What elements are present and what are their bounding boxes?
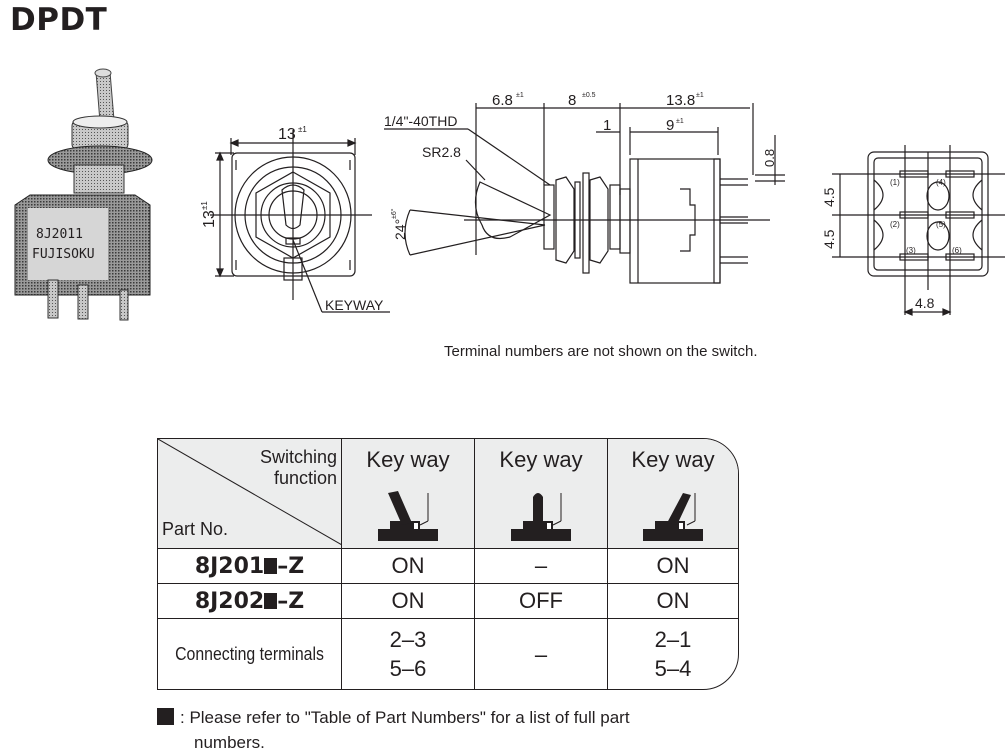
state-cell: ON: [342, 584, 475, 619]
terminal-pair: 2–3: [389, 627, 427, 652]
front-height-tol: ±1: [200, 201, 209, 210]
state-cell: ON: [608, 549, 738, 584]
terminal-1: (1): [890, 178, 900, 187]
keyway-caption: Key way: [499, 447, 583, 472]
terminal-pair: –: [534, 641, 548, 667]
terminal-3: (3): [906, 246, 916, 255]
connecting-terminals-label: Connecting terminals: [175, 643, 324, 664]
dim-d: 1: [603, 117, 611, 134]
dim-b-tol: ±0.5: [582, 92, 596, 99]
diagonal-divider: [158, 439, 342, 545]
switching-function-table: Switching function Part No. Key way Key …: [157, 438, 739, 690]
keyway-caption: Key way: [366, 447, 450, 472]
placeholder-square-icon: [264, 592, 278, 609]
table-row: 8J201 –Z ON – ON: [158, 549, 738, 584]
keyway-caption: Key way: [631, 447, 715, 472]
dim-a-tol: ±1: [516, 92, 524, 99]
table-row: 8J202 –Z ON OFF ON: [158, 584, 738, 619]
terminal-5: (5): [936, 220, 946, 229]
angle-tol: ±6°: [390, 208, 398, 219]
part-suffix: –Z: [277, 553, 305, 579]
terminal-pair: 2–1: [654, 627, 692, 652]
switching-function-label: Switching function: [260, 447, 337, 489]
state-cell: ON: [342, 549, 475, 584]
page-title: DPDT: [10, 2, 108, 38]
placeholder-square-icon: [157, 708, 174, 725]
state-cell: –: [475, 549, 608, 584]
terminal-note: Terminal numbers are not shown on the sw…: [444, 343, 758, 360]
terminal-pair: 5–6: [389, 656, 427, 681]
photo-label-model: 8J2011: [36, 227, 83, 242]
toggle-left-icon: [378, 491, 438, 541]
column-header-center: Key way: [475, 439, 608, 549]
terminal-6: (6): [952, 246, 962, 255]
dim-c: 13.8: [666, 92, 695, 109]
column-header-left: Key way: [342, 439, 475, 549]
front-height-dim: 13: [201, 210, 218, 228]
thread-label: 1/4"-40THD: [384, 113, 457, 129]
placeholder-square-icon: [264, 557, 278, 574]
dim-f: 0.8: [762, 149, 777, 167]
terminal-4: (4): [936, 178, 946, 187]
dim-b: 8: [568, 92, 576, 109]
connecting-terminals-label-cell: Connecting terminals: [158, 619, 342, 689]
column-header-right: Key way: [608, 439, 738, 549]
part-number-cell: 8J202 –Z: [158, 584, 342, 619]
terminal-pair: 5–4: [654, 656, 692, 681]
part-prefix: 8J202: [194, 588, 265, 614]
part-number-cell: 8J201 –Z: [158, 549, 342, 584]
footnote: : Please refer to "Table of Part Numbers…: [157, 705, 747, 755]
footnote-line1: : Please refer to "Table of Part Numbers…: [180, 708, 630, 727]
toggle-center-icon: [511, 493, 571, 541]
part-no-label: Part No.: [162, 519, 229, 539]
front-width-tol: ±1: [298, 125, 307, 134]
keyway-label: KEYWAY: [325, 297, 384, 313]
sr-label: SR2.8: [422, 144, 461, 160]
state-cell: OFF: [475, 584, 608, 619]
angle-dim: 24°: [392, 219, 408, 240]
dim-a: 6.8: [492, 92, 513, 109]
part-suffix: –Z: [277, 588, 305, 614]
front-width-dim: 13: [278, 126, 296, 143]
switching-label-line2: function: [273, 468, 337, 488]
pitch-v2: 4.5: [821, 229, 837, 249]
switching-label-line1: Switching: [259, 447, 337, 467]
footnote-line2: numbers.: [194, 733, 265, 752]
dim-e-tol: ±1: [676, 118, 684, 125]
terminal-2: (2): [890, 220, 900, 229]
pitch-v1: 4.5: [821, 187, 837, 207]
front-view-drawing: 13 ±1 13 ±1 KEYWAY: [200, 125, 390, 313]
table-header-row: Switching function Part No. Key way Key …: [158, 439, 738, 549]
dim-c-tol: ±1: [696, 92, 704, 99]
dim-e: 9: [666, 117, 674, 134]
part-prefix: 8J201: [194, 553, 265, 579]
state-cell: ON: [608, 584, 738, 619]
terminal-cell: –: [475, 619, 608, 689]
photo-label-brand: FUJISOKU: [32, 247, 95, 262]
switch-photo: 8J2011 FUJISOKU: [14, 68, 153, 321]
pitch-h: 4.8: [915, 295, 935, 311]
toggle-right-icon: [643, 493, 703, 541]
bottom-view-drawing: 4.5 4.5 (1) (2) (3) (4) (5) (6) 4.8: [821, 145, 1005, 316]
table-corner-cell: Switching function Part No.: [158, 439, 342, 549]
side-view-drawing: 6.8 ±1 8 ±0.5 13.8 ±1 1 9 ±1 1/4"-40THD …: [384, 92, 785, 284]
